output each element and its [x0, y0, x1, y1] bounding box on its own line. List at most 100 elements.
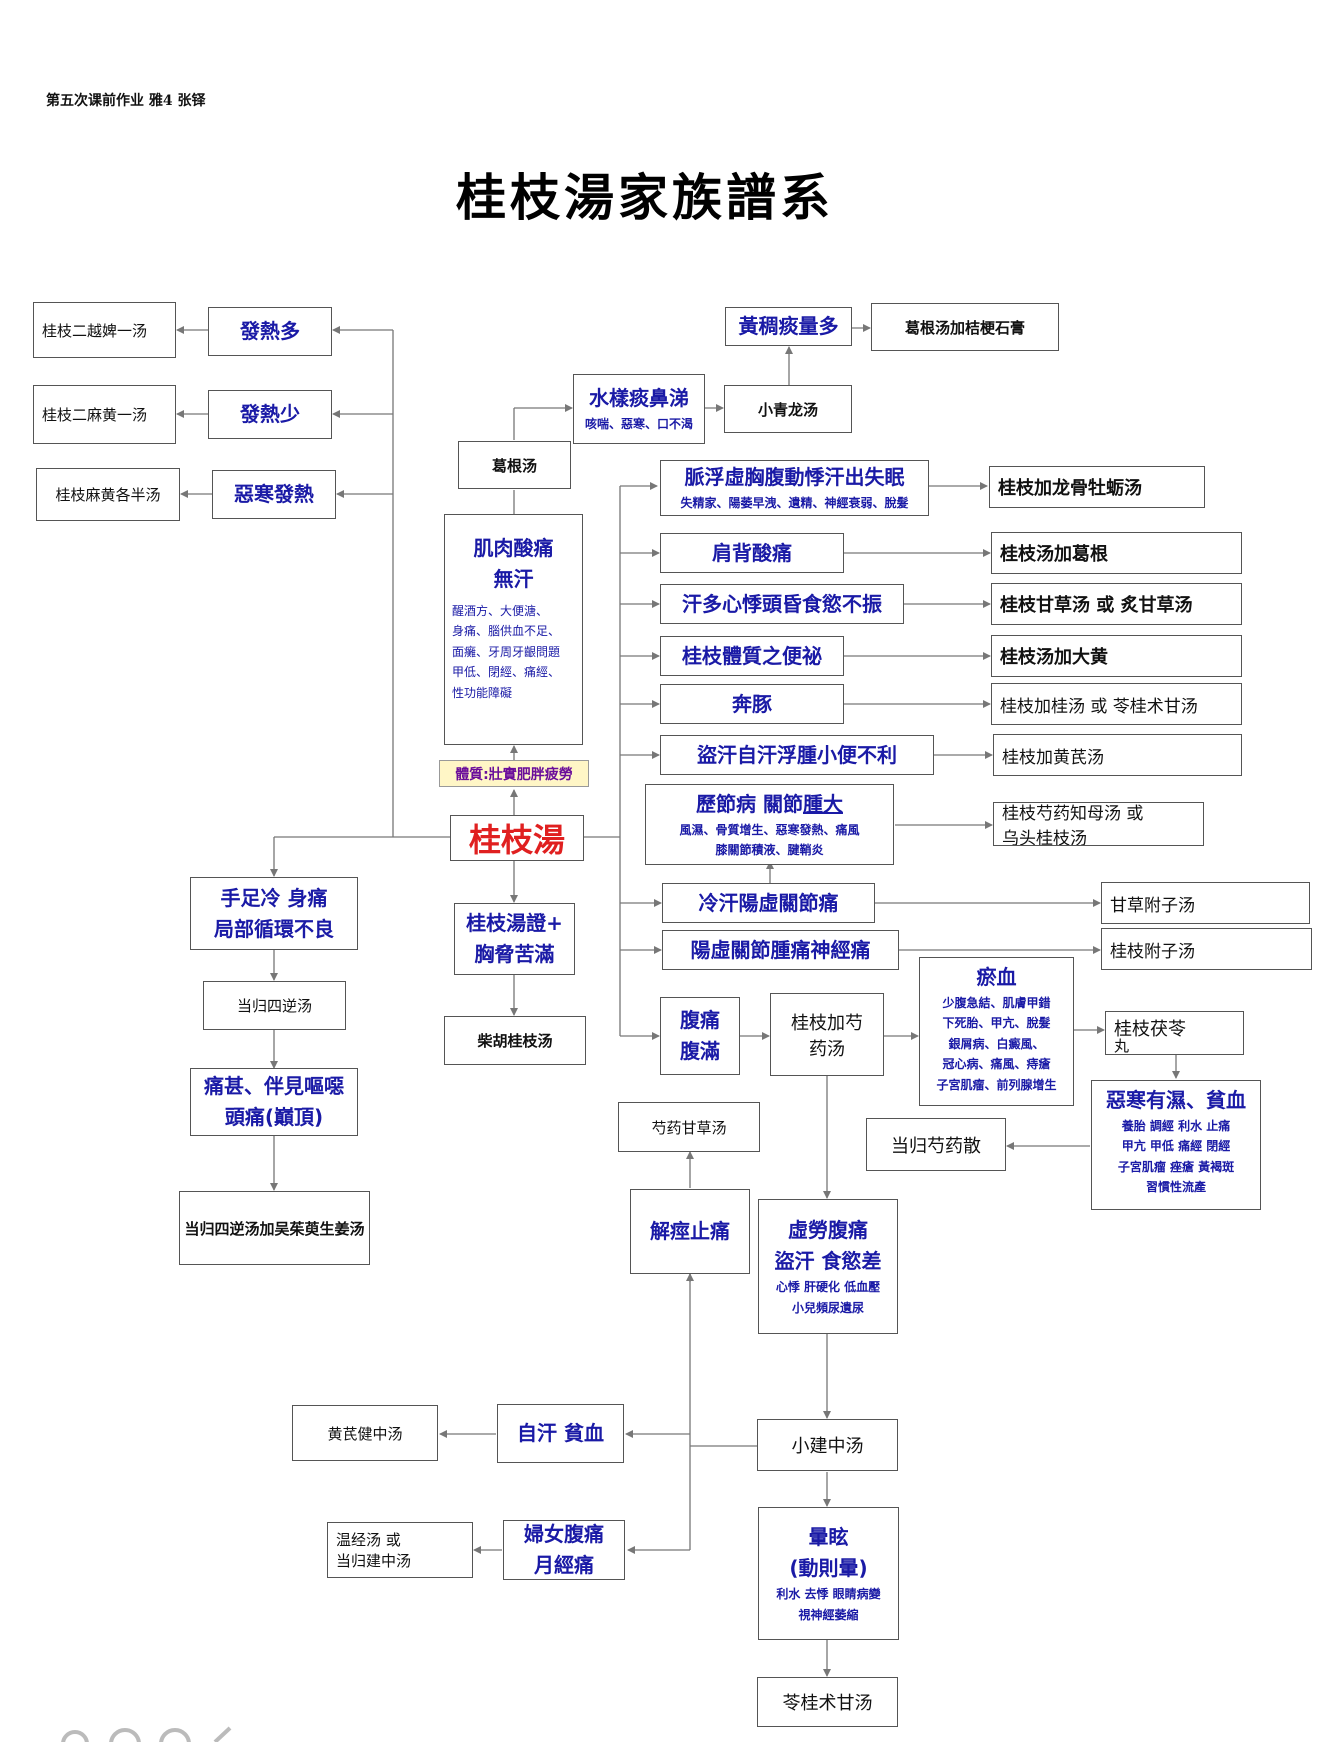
r7-out-line-2: 乌头桂枝汤: [1002, 829, 1087, 846]
node-linggui-zhugan: 苓桂术甘汤: [757, 1677, 898, 1727]
node-women-pain: 婦女腹痛 月經痛: [503, 1520, 625, 1580]
guizhi-mahuang-gebanban-label: 桂枝麻黄各半汤: [55, 486, 161, 504]
node-abdominal-pain: 腹痛 腹滿: [660, 997, 740, 1075]
node-cold-limbs: 手足冷 身痛 局部循環不良: [190, 877, 358, 950]
node-r9: 陽虛關節腫痛神經痛: [662, 930, 899, 970]
stasis-sub-4: 冠心病、痛風、痔瘡: [942, 1057, 1051, 1072]
watery-phlegm-label: 水樣痰鼻涕: [589, 386, 689, 411]
r3-out-label: 桂枝甘草汤 或 炙甘草汤: [1000, 595, 1193, 616]
fever-much-label: 發熱多: [240, 319, 300, 343]
dizziness-sub-1: 利水 去悸 眼睛病變: [776, 1587, 881, 1602]
r7-sub-1: 風濕、骨質增生、惡寒發熱、痛風: [679, 822, 860, 837]
linggui-zhugan-label: 苓桂术甘汤: [782, 1693, 873, 1714]
guizhi-shaoyao-line-1: 桂枝加芍: [791, 1012, 863, 1034]
node-fuling-wan: 桂枝茯苓 丸: [1105, 1011, 1244, 1055]
node-yellow-phlegm: 黃稠痰量多: [725, 307, 852, 346]
node-fever-less: 發熱少: [208, 390, 332, 439]
stasis-sub-2: 下死胎、甲亢、脫髮: [942, 1016, 1051, 1031]
node-r3: 汗多心悸頭昏食慾不振: [660, 584, 904, 624]
r5-title: 奔豚: [732, 691, 772, 716]
node-danggui-sini: 当归四逆汤: [203, 981, 346, 1030]
fuling-wan-line-1: 桂枝茯苓: [1114, 1019, 1186, 1040]
node-r7: 歷節病 關節腫大 風濕、骨質增生、惡寒發熱、痛風 膝關節積液、腱鞘炎: [645, 784, 894, 865]
shaoyao-gancao-label: 芍药甘草汤: [651, 1118, 727, 1137]
yellow-phlegm-label: 黃稠痰量多: [738, 314, 839, 338]
xulao-sub-1: 心悸 肝硬化 低血壓: [775, 1280, 881, 1295]
cold-damp-sub-1: 養胎 調經 利水 止痛: [1121, 1119, 1231, 1133]
gegen-label: 葛根汤: [491, 456, 537, 475]
r8-title: 冷汗陽虛關節痛: [698, 890, 839, 915]
r1-sub: 失精家、陽萎早洩、遺精、神經衰弱、脫髮: [680, 496, 909, 511]
muscle-detail-4: 甲低、閉經、痛經、: [452, 665, 561, 680]
xulao-line-1: 虛勞腹痛: [788, 1218, 868, 1243]
fuling-wan-line-2: 丸: [1114, 1037, 1130, 1055]
node-cold-damp: 惡寒有濕、貧血 養胎 調經 利水 止痛 甲亢 甲低 痛經 閉經 子宮肌瘤 痤瘡 …: [1091, 1080, 1261, 1210]
node-r2: 肩背酸痛: [660, 533, 844, 573]
muscle-pain-title-1: 肌肉酸痛: [473, 536, 554, 560]
women-pain-line-1: 婦女腹痛: [524, 1522, 604, 1546]
node-r6: 盜汗自汗浮腫小便不利: [660, 735, 934, 775]
women-pain-line-2: 月經痛: [534, 1553, 594, 1577]
xulao-sub-2: 小兒頻尿遺尿: [791, 1300, 864, 1315]
watery-phlegm-sub: 咳喘、惡寒、口不渴: [584, 417, 693, 432]
node-guizhi-mahuang-gebanban: 桂枝麻黄各半汤: [36, 468, 180, 521]
node-r4: 桂枝體質之便祕: [660, 636, 844, 676]
node-r6-out: 桂枝加黄芪汤: [993, 734, 1242, 776]
xiaojianzhong-label: 小建中汤: [791, 1436, 864, 1457]
guizhi-er-yuebi-yi-label: 桂枝二越婢一汤: [42, 321, 148, 340]
r7-title-a: 歷節病 關節: [696, 791, 803, 816]
node-r7-out: 桂枝芍药知母汤 或 乌头桂枝汤: [993, 802, 1204, 846]
node-wenjing: 温经汤 或 当归建中汤: [327, 1522, 473, 1578]
r9-title: 陽虛關節腫痛神經痛: [690, 937, 871, 962]
danggui-shaoyao-label: 当归芍药散: [891, 1135, 981, 1157]
cold-damp-sub-3: 子宮肌瘤 痤瘡 黃褐斑: [1117, 1159, 1235, 1174]
node-sweat-anemia: 自汗 貧血: [497, 1404, 624, 1463]
center-label: 桂枝湯: [468, 821, 565, 859]
decorative-marks: [61, 1726, 232, 1742]
chaihu-syndrome-line-1: 桂枝湯證+: [466, 911, 563, 935]
physique-label: 體質:壯實肥胖疲勞: [455, 766, 573, 783]
node-chaihu-syndrome: 桂枝湯證+ 胸脅苦滿: [454, 903, 575, 975]
node-shaoyao-gancao: 芍药甘草汤: [618, 1102, 760, 1152]
node-gegen: 葛根汤: [458, 441, 571, 489]
node-gegen-plus: 葛根汤加桔梗石膏: [871, 303, 1059, 351]
wenjing-line-1: 温经汤 或: [336, 1531, 401, 1549]
node-r3-out: 桂枝甘草汤 或 炙甘草汤: [991, 583, 1242, 625]
node-r1-out: 桂枝加龙骨牡蛎汤: [989, 466, 1205, 508]
r3-title: 汗多心悸頭昏食慾不振: [682, 591, 882, 616]
severe-pain-line-2: 頭痛(巔頂): [224, 1105, 324, 1129]
r6-title: 盜汗自汗浮腫小便不利: [697, 742, 897, 767]
r9-out-label: 桂枝附子汤: [1110, 941, 1195, 962]
node-xiaojianzhong: 小建中汤: [757, 1419, 898, 1471]
node-spasm-relief: 解痙止痛: [630, 1189, 750, 1274]
r7-title-b: 腫大: [802, 791, 843, 816]
abdominal-pain-line-1: 腹痛: [680, 1008, 720, 1032]
chills-fever-label: 惡寒發熱: [234, 482, 314, 506]
r6-out-label: 桂枝加黄芪汤: [1002, 747, 1104, 768]
stasis-title: 瘀血: [976, 965, 1017, 989]
cold-damp-sub-4: 習慣性流產: [1145, 1180, 1206, 1195]
gegen-plus-label: 葛根汤加桔梗石膏: [904, 318, 1025, 337]
physique-box: 體質:壯實肥胖疲勞: [439, 760, 589, 787]
dizziness-sub-2: 視神經萎縮: [798, 1607, 859, 1622]
stasis-sub-1: 少腹急結、肌膚甲錯: [942, 996, 1051, 1010]
stasis-sub-3: 銀屑病、白癜風、: [948, 1036, 1045, 1051]
r4-out-label: 桂枝汤加大黄: [1000, 647, 1108, 668]
r7-sub-2: 膝關節積液、腱鞘炎: [715, 843, 824, 857]
node-r8-out: 甘草附子汤: [1101, 882, 1310, 924]
fever-less-label: 發熱少: [240, 402, 300, 426]
r2-title: 肩背酸痛: [712, 540, 792, 565]
muscle-detail-2: 身痛、腦供血不足、: [452, 624, 561, 639]
node-r4-out: 桂枝汤加大黄: [991, 635, 1242, 677]
cold-damp-title: 惡寒有濕、貧血: [1106, 1088, 1246, 1112]
node-xulao: 虛勞腹痛 盜汗 食慾差 心悸 肝硬化 低血壓 小兒頻尿遺尿: [758, 1199, 898, 1334]
node-r5: 奔豚: [660, 684, 844, 724]
page-title: 桂枝湯家族譜系: [456, 168, 834, 227]
dizziness-line-1: 暈眩: [808, 1525, 849, 1550]
cold-limbs-line-1: 手足冷 身痛: [220, 885, 328, 910]
muscle-detail-3: 面癱、牙周牙齦問題: [452, 644, 561, 659]
node-huangqi-jianzhong: 黄芪健中汤: [292, 1405, 438, 1461]
severe-pain-line-1: 痛甚、伴見嘔噁: [204, 1074, 344, 1098]
node-muscle-pain: 肌肉酸痛 無汗 醒酒方、大便溏、 身痛、腦供血不足、 面癱、牙周牙齦問題 甲低、…: [444, 514, 583, 745]
